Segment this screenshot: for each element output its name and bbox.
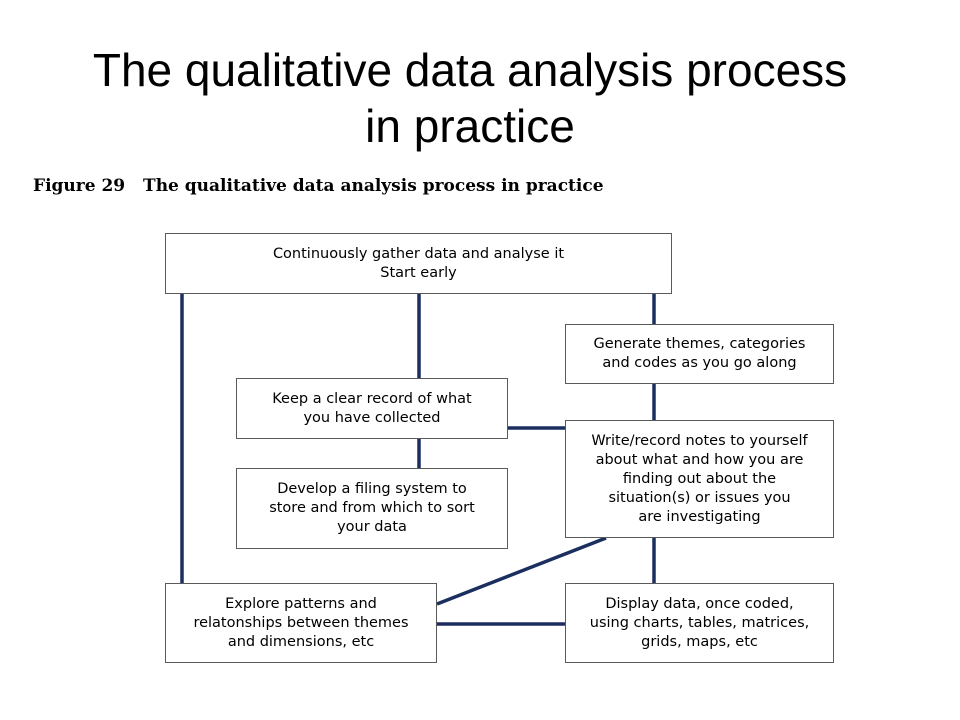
figure-caption-text: The qualitative data analysis process in…: [143, 176, 604, 196]
slide-title-line1: The qualitative data analysis process: [92, 44, 848, 96]
box-display-line3: grids, maps, etc: [641, 633, 758, 650]
box-filing-line1: Develop a filing system to: [277, 481, 467, 497]
box-notes-line4: situation(s) or issues you: [608, 489, 791, 506]
figure-number: Figure 29: [33, 176, 126, 196]
connector-notes-explore: [436, 536, 607, 606]
box-notes-line2: about what and how you are: [595, 451, 804, 468]
box-display-data: Display data, once coded, using charts, …: [565, 583, 834, 663]
box-filing-system: Develop a filing system to store and fro…: [236, 468, 508, 549]
box-notes-line1: Write/record notes to yourself: [591, 432, 808, 449]
box-record-line2: you have collected: [303, 409, 441, 426]
box-filing-line2: store and from which to sort: [269, 500, 475, 516]
box-write-notes: Write/record notes to yourself about wha…: [565, 420, 834, 538]
box-notes-line3: finding out about the: [622, 470, 777, 487]
box-explore-line1: Explore patterns and: [225, 595, 377, 612]
slide-title-line2: in practice: [365, 100, 575, 152]
box-explore-line2: relatonships between themes: [193, 614, 409, 631]
box-gather-data: Continuously gather data and analyse it …: [165, 233, 672, 294]
box-generate-themes: Generate themes, categories and codes as…: [565, 324, 834, 384]
box-themes-line1: Generate themes, categories: [593, 336, 806, 352]
box-gather-line2: Start early: [380, 264, 457, 281]
box-explore-patterns: Explore patterns and relatonships betwee…: [165, 583, 437, 663]
box-display-line2: using charts, tables, matrices,: [589, 614, 810, 631]
slide-title: The qualitative data analysis process in…: [0, 42, 940, 154]
box-record-line1: Keep a clear record of what: [272, 390, 472, 407]
box-gather-line1: Continuously gather data and analyse it: [272, 245, 565, 262]
box-filing-line3: your data: [337, 519, 407, 535]
box-themes-line2: and codes as you go along: [602, 355, 797, 371]
box-explore-line3: and dimensions, etc: [227, 633, 375, 650]
box-keep-record: Keep a clear record of what you have col…: [236, 378, 508, 439]
box-display-line1: Display data, once coded,: [605, 595, 794, 612]
box-notes-line5: are investigating: [638, 508, 761, 525]
figure-caption: Figure 29 The qualitative data analysis …: [33, 176, 604, 196]
